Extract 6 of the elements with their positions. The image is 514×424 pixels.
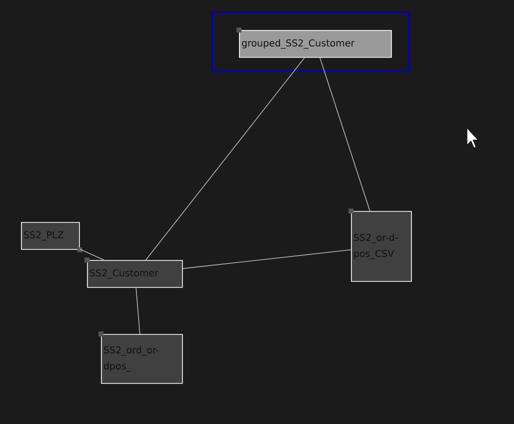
connector-line — [182, 249, 352, 269]
table-box: grouped_SS2_Customer — [239, 30, 392, 58]
connector-line — [136, 287, 140, 334]
connector-line — [145, 57, 305, 260]
connector-line — [79, 248, 104, 260]
connector-line — [320, 57, 370, 212]
